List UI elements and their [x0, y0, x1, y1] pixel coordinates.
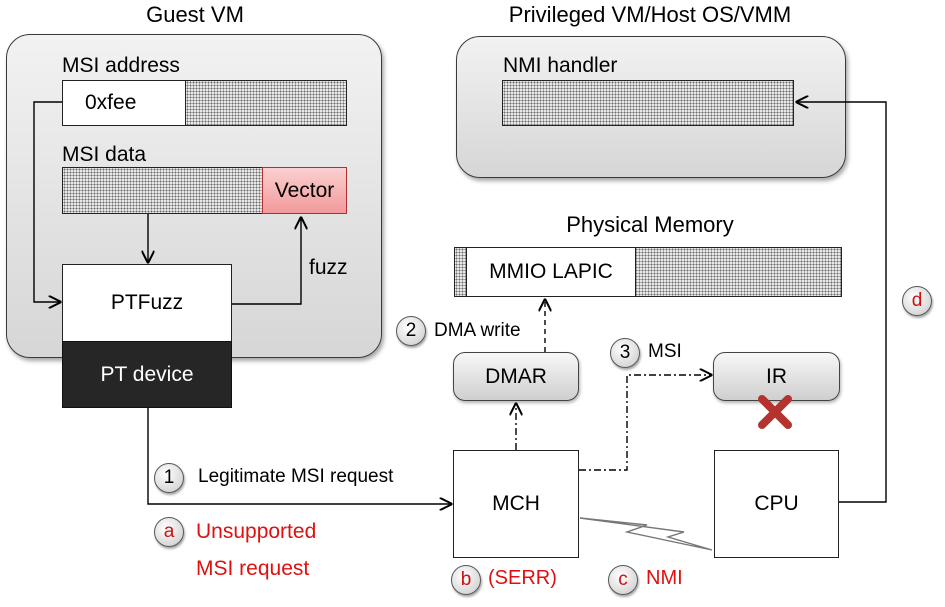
step-c-label: NMI — [646, 567, 683, 589]
blocked-cross-icon — [758, 395, 792, 429]
step-a-marker: a — [154, 517, 184, 547]
msi-address-value: 0xfee — [62, 80, 186, 126]
cpu-to-nmi-handler-arrow — [797, 102, 887, 503]
ir-box: IR — [713, 352, 840, 401]
step-1-marker: 1 — [154, 463, 184, 493]
pt-device-box: PT device — [62, 341, 232, 408]
mch-box: MCH — [453, 450, 579, 558]
step-2-label: DMA write — [434, 320, 521, 341]
step-3-marker: 3 — [610, 338, 640, 368]
msi-address-label: MSI address — [62, 54, 180, 77]
msi-data-label: MSI data — [62, 143, 147, 166]
mmio-lapic-region: MMIO LAPIC — [466, 247, 636, 297]
nmi-lightning-icon — [579, 517, 713, 551]
physical-memory-title: Physical Memory — [566, 212, 734, 237]
mch-to-ir-arrow — [579, 375, 711, 471]
dmar-box: DMAR — [453, 352, 579, 401]
ptfuzz-box: PTFuzz — [62, 264, 232, 342]
msi-address-to-ptfuzz-arrow — [33, 101, 62, 302]
vector-field: Vector — [262, 167, 347, 214]
guest-vm-title: Guest VM — [146, 2, 244, 27]
step-a-label-line2: MSI request — [196, 557, 310, 580]
fuzz-label: fuzz — [309, 256, 348, 279]
nmi-handler-label: NMI handler — [503, 54, 618, 77]
nmi-handler-field — [502, 80, 794, 126]
step-d-marker: d — [902, 286, 932, 316]
step-a-label-line1: Unsupported — [196, 520, 317, 543]
cpu-box: CPU — [714, 450, 839, 558]
host-title: Privileged VM/Host OS/VMM — [508, 2, 792, 27]
step-2-marker: 2 — [396, 316, 426, 346]
step-c-marker: c — [608, 565, 638, 595]
fuzz-to-vector-arrow — [232, 218, 301, 305]
step-3-label: MSI — [648, 341, 682, 362]
step-1-label: Legitimate MSI request — [198, 466, 394, 487]
step-b-marker: b — [451, 565, 481, 595]
pt-device-to-mch-arrow — [147, 408, 451, 504]
step-b-label: (SERR) — [488, 567, 557, 589]
